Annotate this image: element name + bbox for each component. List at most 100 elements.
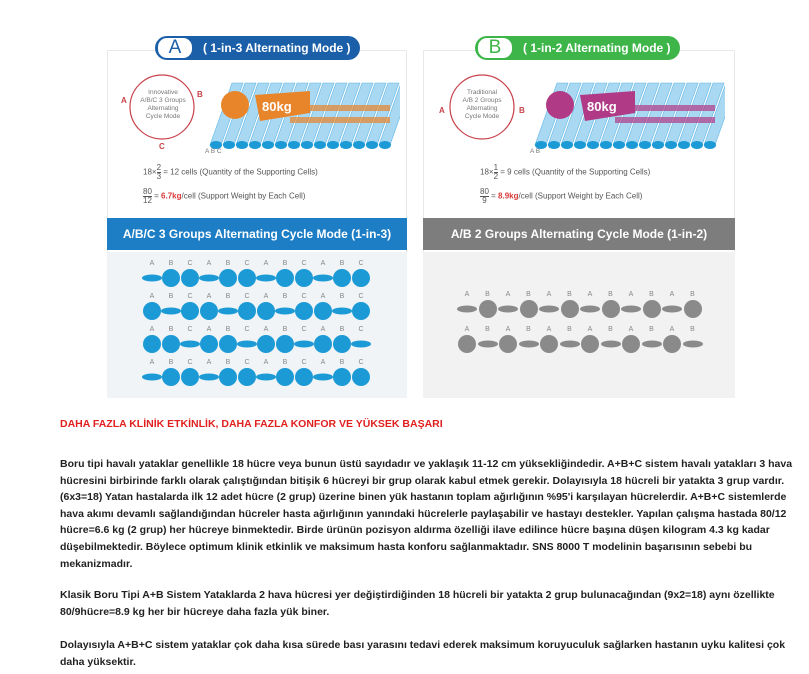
mode-title: ( 1-in-2 Alternating Mode ) [523, 41, 671, 55]
cell-group-label: B [567, 326, 572, 333]
cell-group-label: C [358, 260, 364, 267]
cycle-arrows-icon: A B [439, 74, 525, 140]
inflated-cell [219, 368, 237, 386]
inflated-cell [238, 368, 256, 386]
deflated-cell [218, 307, 238, 315]
inflated-cell [499, 335, 517, 353]
cell-group-label: A [263, 293, 269, 300]
inflated-cell [295, 368, 313, 386]
cell-group-label: A [206, 359, 212, 366]
inflated-cell [314, 335, 332, 353]
inflated-cell [581, 335, 599, 353]
deflated-cell [518, 340, 539, 348]
mode-title: ( 1-in-3 Alternating Mode ) [203, 41, 351, 55]
cell-group-label: C [187, 359, 193, 366]
cycle-label-b: B [197, 90, 203, 99]
cell-group-label: C [244, 293, 250, 300]
inflated-cell [238, 269, 256, 287]
inflated-cell [663, 335, 681, 353]
cell-group-label: A [206, 326, 212, 333]
cell-group-label: A [464, 326, 470, 333]
axis-labels: A B C [205, 148, 222, 155]
cycle-arrows-icon: A B C [121, 74, 203, 151]
inflated-cell [257, 335, 275, 353]
inflated-cell [519, 300, 538, 318]
cell-group-label: B [168, 293, 174, 300]
deflated-cell [256, 274, 276, 282]
inflated-cell [295, 302, 313, 320]
cell-group-label: C [301, 359, 307, 366]
deflated-cell [313, 274, 333, 282]
mattress-illustration: 80kg [209, 82, 400, 149]
cell-group-label: A [149, 293, 155, 300]
article-heading: DAHA FAZLA KLİNİK ETKİNLİK, DAHA FAZLA K… [60, 418, 443, 430]
inflated-cell [238, 302, 256, 320]
cell-group-label: B [339, 293, 345, 300]
inflated-cell [219, 269, 237, 287]
cell-group-label: A [149, 359, 155, 366]
cell-group-label: B [608, 326, 613, 333]
cell-group-label: A [206, 293, 212, 300]
mode-b-title-bar: A/B 2 Groups Alternating Cycle Mode (1-i… [423, 218, 735, 250]
cell-group-label: A [546, 291, 552, 298]
cell-group-label: A [206, 260, 212, 267]
inflated-cell [181, 302, 199, 320]
cell-group-label: B [608, 291, 613, 298]
inflated-cell [458, 335, 476, 353]
inflated-cell [276, 335, 294, 353]
inflated-cell [162, 335, 180, 353]
inflated-cell [181, 368, 199, 386]
cell-group-label: A [149, 326, 155, 333]
cell-group-label: B [526, 326, 531, 333]
cell-group-label: C [301, 260, 307, 267]
cell-group-label: C [301, 326, 307, 333]
inflated-cell [642, 300, 661, 318]
cell-group-label: B [649, 326, 654, 333]
cell-group-label: C [244, 359, 250, 366]
cell-group-label: A [320, 293, 326, 300]
inflated-cell [601, 300, 620, 318]
weight-label: 80kg [587, 99, 617, 114]
inflated-cell [143, 302, 161, 320]
cell-group-label: B [168, 326, 174, 333]
letter-badge: B [477, 37, 513, 59]
deflated-cell [498, 305, 518, 313]
cell-group-label: A [320, 260, 326, 267]
cell-group-label: A [505, 291, 511, 298]
inflated-cell [314, 302, 332, 320]
cell-group-label: A [263, 260, 269, 267]
deflated-cell [180, 340, 200, 348]
cell-group-label: B [526, 291, 531, 298]
cell-group-label: B [225, 359, 231, 366]
cell-group-label: C [358, 359, 364, 366]
deflated-cell [313, 373, 333, 381]
cell-group-label: C [244, 260, 250, 267]
deflated-cell [199, 274, 219, 282]
inflated-cell [200, 302, 218, 320]
deflated-cell [142, 373, 162, 381]
cycle-label-a: A [121, 96, 127, 105]
deflated-cell [256, 373, 276, 381]
mode-a-header: A( 1-in-3 Alternating Mode ) [155, 36, 360, 60]
cell-group-label: A [505, 326, 511, 333]
cycle-label-a: A [439, 106, 445, 115]
cycle-label-c: C [159, 142, 165, 151]
inflated-cell [181, 269, 199, 287]
article-paragraph: Boru tipi havalı yataklar genellikle 18 … [60, 458, 793, 570]
inflated-cell [276, 368, 294, 386]
cell-group-label: B [282, 260, 288, 267]
inflated-cell [352, 269, 370, 287]
inflated-cell [622, 335, 640, 353]
cell-group-label: A [628, 326, 634, 333]
cell-group-label: B [339, 359, 345, 366]
deflated-cell [539, 305, 559, 313]
cell-group-label: A [263, 326, 269, 333]
inflated-cell [683, 300, 702, 318]
cell-group-label: B [690, 326, 695, 333]
